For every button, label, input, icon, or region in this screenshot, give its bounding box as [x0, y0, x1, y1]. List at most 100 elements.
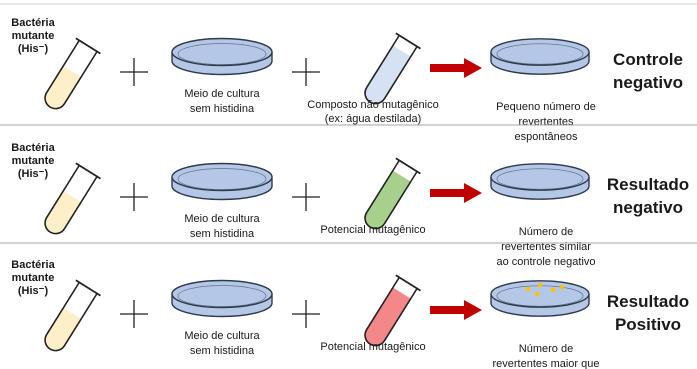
plus-sign: [292, 58, 320, 86]
compound-label: Potencial mutagênico: [320, 224, 425, 236]
compound-tube: [364, 274, 421, 347]
medium-label-line: Meio de cultura: [184, 213, 260, 225]
culture-dish: [171, 162, 273, 201]
result-title-line: Resultado: [607, 175, 689, 194]
medium-label-line: Meio de cultura: [184, 330, 260, 342]
result-label-line: Número de: [519, 226, 573, 238]
tube-outline: [44, 39, 98, 110]
medium-label-line: sem histidina: [190, 228, 255, 240]
revertant-colony: [534, 291, 540, 297]
result-label-line: Pequeno número de: [496, 101, 596, 113]
result-title-line: Controle: [613, 50, 683, 69]
tube-rim: [395, 274, 421, 292]
dish-inner-rim: [496, 43, 584, 65]
result-dish: [490, 280, 590, 317]
tube-rim: [75, 279, 101, 297]
tube-liquid: [45, 190, 82, 234]
result-label-line: revertentes maior que: [493, 358, 600, 369]
compound-label: Composto não mutagênico (ex: água destila…: [307, 99, 438, 125]
result-label: Pequeno número de revertentes espontâneos: [496, 101, 596, 143]
plus-sign: [120, 183, 148, 211]
compound-tube: [364, 157, 421, 230]
result-title-line: negativo: [613, 73, 683, 92]
bacteria-label-line: Bactéria: [11, 17, 55, 29]
dish-inner-rim: [177, 43, 267, 65]
result-title: Resultado negativo: [607, 175, 689, 217]
bacteria-label-line: Bactéria: [11, 142, 55, 154]
result-label-line: Número de: [519, 343, 573, 355]
result-label: Número de revertentes similar ao controle …: [496, 226, 595, 268]
tube-outline: [364, 34, 418, 105]
tube-liquid: [365, 45, 411, 104]
compound-label-line: Potencial mutagênico: [320, 341, 425, 353]
result-arrow: [430, 58, 482, 78]
tube-liquid: [45, 307, 82, 351]
tube-rim: [395, 32, 421, 50]
dish-inner-rim: [496, 168, 584, 190]
revertant-colony: [525, 286, 531, 292]
medium-label-line: sem histidina: [190, 103, 255, 115]
culture-dish: [171, 37, 273, 76]
compound-label-line: Potencial mutagênico: [320, 224, 425, 236]
dish-top: [171, 162, 273, 192]
plus-sign: [292, 300, 320, 328]
dish-top: [171, 37, 273, 67]
result-title-line: Positivo: [615, 315, 681, 334]
bacteria-tube: [44, 37, 101, 110]
result-label-line: revertentes: [518, 116, 574, 128]
dish-inner-rim: [177, 168, 267, 190]
result-dish: [490, 38, 590, 75]
result-title-line: negativo: [613, 198, 683, 217]
compound-label-line: Composto não mutagênico: [307, 99, 438, 111]
tube-outline: [44, 281, 98, 352]
result-label-line: ao controle negativo: [496, 256, 595, 268]
compound-label: Potencial mutagênico: [320, 341, 425, 353]
plus-sign: [120, 58, 148, 86]
dish-top: [490, 38, 590, 66]
compound-tube: [364, 32, 421, 105]
tube-rim: [395, 157, 421, 175]
bacteria-tube: [44, 279, 101, 352]
bacteria-label-line: (His⁻): [18, 43, 49, 55]
dish-top: [171, 279, 273, 309]
plus-sign: [292, 183, 320, 211]
result-arrow: [430, 183, 482, 203]
bacteria-label-line: mutante: [12, 272, 55, 284]
tube-outline: [364, 276, 418, 347]
tube-rim: [75, 162, 101, 180]
result-dish: [490, 163, 590, 200]
tube-liquid: [365, 170, 411, 229]
tube-outline: [364, 159, 418, 230]
bacteria-tube: [44, 162, 101, 235]
result-label-line: espontâneos: [515, 131, 578, 143]
dish-top: [490, 163, 590, 191]
medium-label: Meio de cultura sem histidina: [184, 213, 260, 240]
result-title-line: Resultado: [607, 292, 689, 311]
tube-liquid: [365, 287, 411, 346]
bacteria-label-line: (His⁻): [18, 285, 49, 297]
revertant-colony: [550, 287, 556, 293]
compound-label-line: (ex: água destilada): [325, 113, 422, 125]
revertant-colony: [537, 282, 543, 288]
result-arrow: [430, 300, 482, 320]
dish-inner-rim: [177, 285, 267, 307]
revertant-colony: [559, 284, 565, 290]
result-title: Controle negativo: [613, 50, 683, 92]
plus-sign: [120, 300, 148, 328]
bacteria-label-line: mutante: [12, 155, 55, 167]
bacteria-label-line: (His⁻): [18, 168, 49, 180]
bacteria-label-line: Bactéria: [11, 259, 55, 271]
tube-liquid: [45, 65, 82, 109]
result-label-line: revertentes similar: [501, 241, 591, 253]
